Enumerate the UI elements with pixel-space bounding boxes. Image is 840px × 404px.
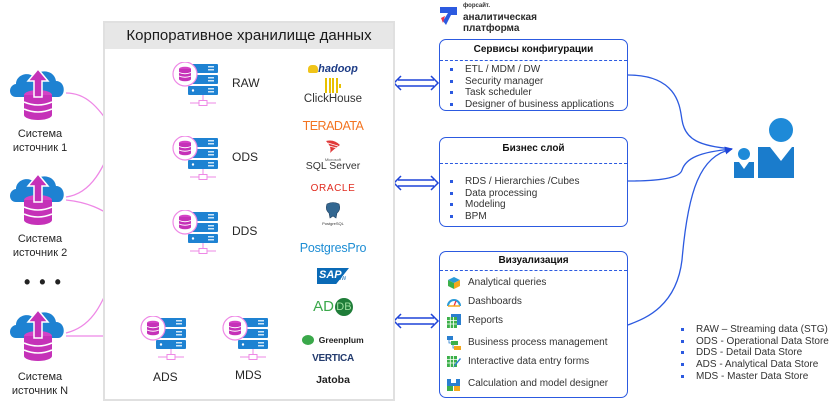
- cloud-database-upload-icon: [10, 172, 64, 225]
- gauge-icon: [447, 295, 461, 309]
- brand-line1: аналитическая: [463, 12, 537, 23]
- abbreviation-legend: RAW – Streaming data (STG) ODS - Operati…: [681, 324, 829, 383]
- divider: [440, 270, 627, 271]
- vendor-sqlserver-logo: Microsoft SQL Server: [293, 139, 373, 172]
- source-system-1: Система источник 1: [0, 65, 80, 157]
- layer-label: ODS: [232, 150, 259, 164]
- config-services-list: ETL / MDM / DW Security manager Task sch…: [440, 61, 627, 110]
- viz-item-analytical-queries: Analytical queries: [440, 273, 627, 292]
- server-database-icon: [172, 62, 218, 106]
- process-icon: [447, 335, 461, 350]
- legend-item: ADS - Analytical Data Store: [681, 359, 829, 371]
- viz-item-reports: Reports: [440, 311, 627, 330]
- business-layer-list: RDS / Hierarchies /Cubes Data processing…: [440, 164, 627, 222]
- server-database-icon: [172, 136, 218, 180]
- vendor-oracle-logo: ORACLE: [310, 183, 356, 194]
- source-label: Система источник 1: [12, 128, 68, 154]
- list-item: BPM: [450, 211, 627, 223]
- double-arrows: [392, 75, 440, 329]
- layer-dds: DDS: [172, 210, 292, 260]
- viz-item-dashboards: Dashboards: [440, 292, 627, 311]
- double-arrow-config: [392, 75, 440, 91]
- flow-config-to-users: [627, 74, 733, 150]
- clickhouse-bars-icon: [293, 78, 373, 93]
- legend-item: RAW – Streaming data (STG): [681, 324, 829, 336]
- source-system-2: Система источник 2: [0, 170, 80, 262]
- visualization-box: Визуализация Analytical queries Dashboar…: [439, 251, 628, 398]
- vendor-sap-bw-logo: SAP BW: [293, 268, 373, 289]
- vendor-postgrespro-logo: PostgresPro: [299, 241, 367, 255]
- layer-label: DDS: [232, 224, 258, 238]
- layer-ads: ADS: [140, 316, 200, 386]
- flow-viz-to-users: [627, 146, 733, 326]
- double-arrow-viz: [392, 313, 440, 329]
- list-item: Modeling: [450, 199, 627, 211]
- list-item: RDS / Hierarchies /Cubes: [450, 176, 627, 188]
- cube-icon: [447, 276, 461, 290]
- hadoop-elephant-icon: [308, 64, 319, 73]
- postgresql-elephant-icon: [326, 202, 340, 219]
- layer-ods: ODS: [172, 136, 292, 186]
- greenplum-icon: [302, 334, 315, 345]
- vendor-hadoop-logo: hadoop: [293, 60, 373, 78]
- source-system-n: Система источник N: [0, 306, 80, 402]
- double-arrow-business: [392, 175, 440, 191]
- forsight-logo-icon: [440, 7, 457, 25]
- brand-line2: платформа: [463, 23, 520, 34]
- cloud-database-upload-icon: [10, 67, 64, 120]
- config-services-title: Сервисы конфигурации: [473, 44, 594, 55]
- users-icon: [734, 118, 794, 178]
- model-icon: [447, 377, 461, 391]
- vendor-greenplum-logo: Greenplum: [293, 331, 373, 349]
- spreadsheet-icon: [447, 313, 461, 328]
- layer-label: RAW: [232, 76, 260, 90]
- sources-ellipsis: • • •: [24, 272, 63, 292]
- dwh-title: Корпоративное хранилище данных: [105, 23, 393, 49]
- source-label: Система источник 2: [12, 233, 68, 259]
- legend-item: MDS - Master Data Store: [681, 371, 829, 383]
- cloud-database-upload-icon: [10, 308, 64, 361]
- server-database-icon: [172, 210, 218, 254]
- legend-item: DDS - Detail Data Store: [681, 347, 829, 359]
- viz-item-data-entry-forms: Interactive data entry forms: [440, 352, 627, 371]
- divider: [440, 163, 627, 164]
- sqlserver-icon: [326, 140, 340, 153]
- brand-small-text: форсайт.: [463, 3, 491, 9]
- list-item: Security manager: [450, 76, 627, 88]
- divider: [440, 60, 627, 61]
- list-item: Data processing: [450, 188, 627, 200]
- source-label: Система источник N: [11, 371, 69, 397]
- business-layer-box: Бизнес слой RDS / Hierarchies /Cubes Dat…: [439, 137, 628, 227]
- form-edit-icon: [447, 355, 461, 369]
- business-layer-title: Бизнес слой: [502, 143, 565, 154]
- visualization-title: Визуализация: [498, 255, 569, 266]
- server-database-icon: [140, 316, 186, 360]
- legend-item: ODS - Operational Data Store: [681, 336, 829, 348]
- list-item: Designer of business applications: [450, 99, 627, 111]
- viz-item-bpm: Business process management: [440, 333, 627, 352]
- vendor-vertica-logo: VERTICA: [312, 353, 354, 364]
- server-database-icon: [222, 316, 268, 360]
- config-services-box: Сервисы конфигурации ETL / MDM / DW Secu…: [439, 39, 628, 111]
- list-item: ETL / MDM / DW: [450, 64, 627, 76]
- brand-logo: форсайт. аналитическая платформа: [437, 2, 567, 36]
- layer-label: ADS: [153, 370, 178, 384]
- vendor-clickhouse-logo: ClickHouse: [293, 78, 373, 105]
- layer-raw: RAW: [172, 62, 292, 112]
- list-item: Task scheduler: [450, 87, 627, 99]
- viz-item-model-designer: Calculation and model designer: [440, 374, 627, 393]
- vendor-teradata-logo: TERADATA: [302, 119, 364, 133]
- vendor-postgresql-logo: PostgreSQL: [293, 201, 373, 226]
- layer-label: MDS: [235, 368, 262, 382]
- flow-business-to-users: [627, 148, 733, 182]
- vendor-jatoba-logo: Jatoba: [316, 374, 350, 386]
- layer-mds: MDS: [222, 316, 282, 386]
